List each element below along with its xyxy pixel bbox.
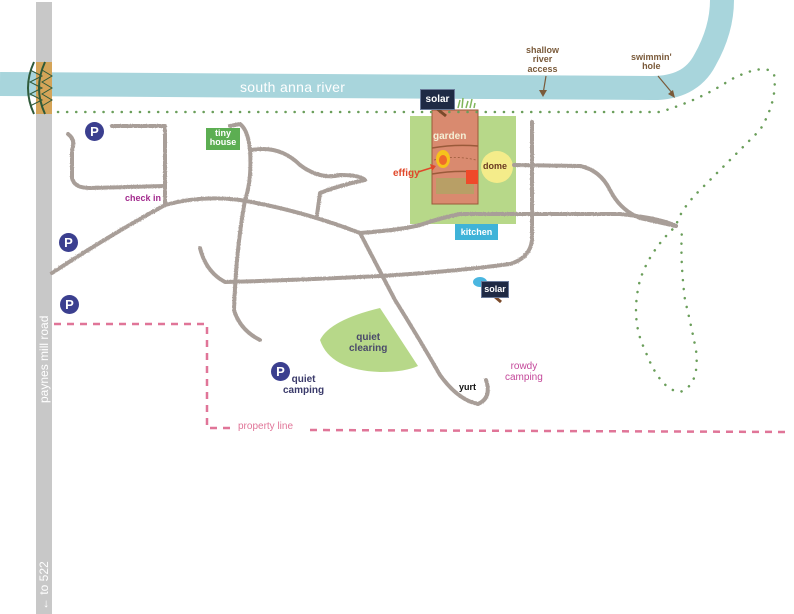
swimmin-hole-arrow xyxy=(657,75,674,95)
path-main-entry xyxy=(50,196,678,275)
swimmin-hole-label: swimmin' hole xyxy=(631,52,672,72)
paths xyxy=(50,120,678,406)
label-line: swimmin' xyxy=(631,52,672,62)
label-line: quiet xyxy=(291,374,316,385)
river-label: south anna river xyxy=(240,79,346,95)
label-line: clearing xyxy=(349,342,388,354)
paynes-mill-road xyxy=(36,2,52,614)
effigy-label: effigy xyxy=(393,168,420,179)
property-line xyxy=(54,322,791,434)
quiet-camping-label: quiet camping xyxy=(283,374,325,396)
check-in-label: check in xyxy=(125,193,162,203)
quiet-clearing-label: quiet clearing xyxy=(349,332,388,354)
effigy-icon xyxy=(436,150,450,168)
path-to-yurt xyxy=(358,231,490,406)
river xyxy=(0,0,734,101)
bridge-icon xyxy=(27,61,53,115)
label-line: camping xyxy=(283,384,325,396)
dome-icon xyxy=(481,151,513,183)
road-direction-label: ← to 522 xyxy=(37,561,51,610)
parking-icon[interactable]: P xyxy=(271,362,290,381)
path-loop-topleft xyxy=(66,132,167,190)
quiet-clearing xyxy=(320,308,418,372)
path-topleft-spur xyxy=(110,124,167,207)
path-curve xyxy=(250,147,367,217)
path-tinyhouse xyxy=(228,122,262,342)
label-line: camping xyxy=(505,371,543,383)
yurt-label: yurt xyxy=(459,382,477,392)
path-dome-east xyxy=(512,163,678,228)
kitchen-marker[interactable]: kitchen xyxy=(455,224,498,240)
parking-icon[interactable]: P xyxy=(85,122,104,141)
solar-panel-bottom[interactable]: solar xyxy=(481,281,509,298)
parking-icon[interactable]: P xyxy=(60,295,79,314)
property-line-label: property line xyxy=(238,421,294,432)
label-line: hole xyxy=(642,61,661,72)
label-line: river xyxy=(532,54,553,65)
rowdy-camping-label: rowdy camping xyxy=(505,361,543,383)
parking-icon[interactable]: P xyxy=(59,233,78,252)
shallow-river-access-label: shallow river access xyxy=(526,45,560,74)
path-lower-loop xyxy=(198,120,534,284)
label-line: access xyxy=(527,63,558,74)
label-line: house xyxy=(209,137,237,148)
solar-panel-top[interactable]: solar xyxy=(420,89,455,110)
garden-label: garden xyxy=(433,131,467,142)
tiny-house-marker[interactable]: tiny house xyxy=(206,128,240,150)
road-label: paynes mill road xyxy=(37,315,51,403)
label-line: quiet xyxy=(356,332,381,343)
dome-label: dome xyxy=(483,161,508,171)
effigy-marker xyxy=(466,170,478,184)
label-line: rowdy xyxy=(510,361,538,372)
label-line: tiny xyxy=(214,128,231,138)
label-line: shallow xyxy=(526,45,560,55)
